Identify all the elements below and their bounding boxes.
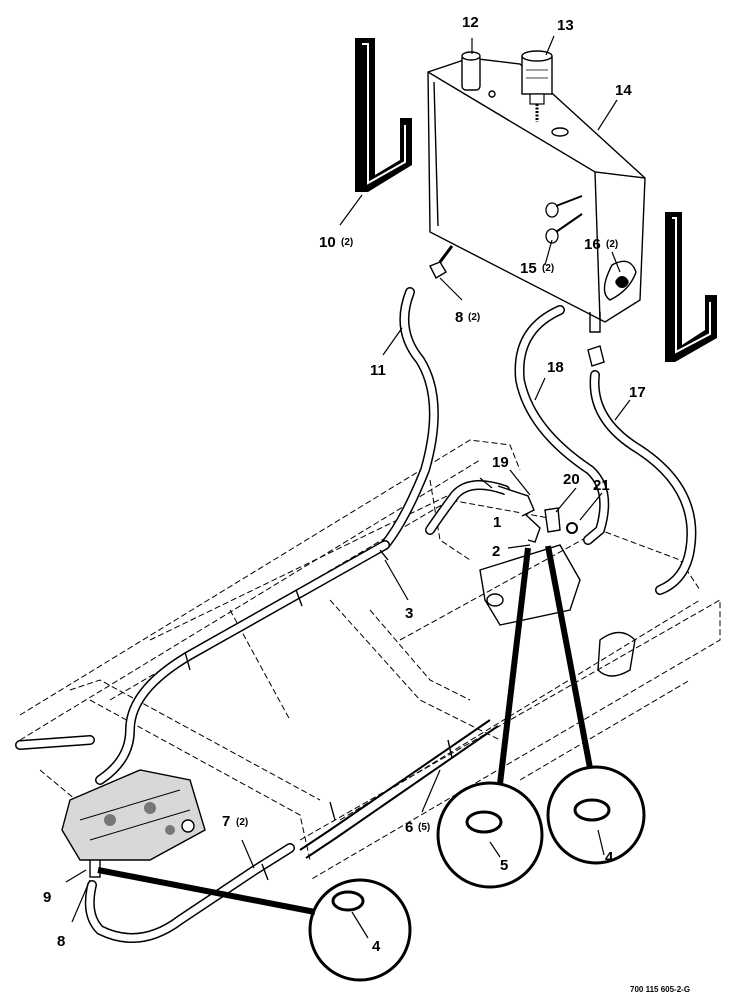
callout-19: 19: [492, 454, 509, 471]
callout-5: 5: [500, 857, 508, 874]
hydraulic-pump: [61, 769, 206, 861]
callout-13: 13: [557, 17, 574, 34]
callout-14: 14: [615, 82, 632, 99]
tank-strap-right: [665, 212, 717, 362]
callout-15: 15: [520, 260, 537, 277]
callout-4-bottom: 4: [372, 938, 381, 955]
callout-11: 11: [370, 362, 386, 379]
callout-9: 9: [43, 889, 51, 906]
callout-8-bottom: 8: [57, 933, 65, 950]
callout-1: 1: [493, 514, 501, 531]
callout-16: 16: [584, 236, 601, 253]
document-id: 700 115 605-2-G: [630, 985, 690, 994]
callout-3: 3: [405, 605, 413, 622]
callout-15-qty: (2): [542, 263, 554, 274]
callout-8-top: 8: [455, 309, 463, 326]
callout-8-top-qty: (2): [468, 312, 480, 323]
suction-hose: [380, 287, 439, 550]
fittings: [89, 245, 628, 878]
hose-clamps: [184, 549, 453, 881]
detail-circle-4-right: [545, 545, 646, 865]
breather-cap: [461, 51, 481, 91]
tank-bolts: [545, 195, 583, 244]
detail-circle-4-bottom: [97, 867, 412, 982]
detail-circle-5: [436, 547, 544, 889]
bottom-line: [84, 843, 295, 943]
callout-6: 6: [405, 819, 413, 836]
callout-21: 21: [593, 477, 610, 494]
hydraulic-tubes: [299, 719, 499, 859]
callout-leaders: [65, 35, 631, 939]
callout-4-right: 4: [605, 849, 614, 866]
hydraulic-reservoir-tank: [427, 57, 646, 333]
callout-16-qty: (2): [606, 239, 618, 250]
callout-10-qty: (2): [341, 237, 353, 248]
callout-7-qty: (2): [236, 817, 248, 828]
callout-7: 7: [222, 813, 230, 830]
callout-18: 18: [547, 359, 564, 376]
pressure-hose: [425, 480, 510, 535]
callout-labels: 1 2 3 4 4 5 6 (5) 7 (2) 8 (2) 8 9 10 (2)…: [43, 14, 646, 955]
callout-17: 17: [629, 384, 646, 401]
oil-filter: [521, 50, 553, 122]
rail-bracket: [597, 631, 636, 677]
return-hose-17: [589, 370, 697, 595]
suction-line: [95, 540, 390, 785]
callout-6-qty: (5): [418, 822, 430, 833]
callout-20: 20: [563, 471, 580, 488]
frame-hose-ends: [15, 735, 95, 750]
tank-strap-left: [355, 38, 412, 192]
callout-12: 12: [462, 14, 479, 31]
control-valve: [479, 544, 581, 626]
callout-10: 10: [319, 234, 336, 251]
callout-2: 2: [492, 543, 500, 560]
return-hose-18: [514, 305, 610, 545]
